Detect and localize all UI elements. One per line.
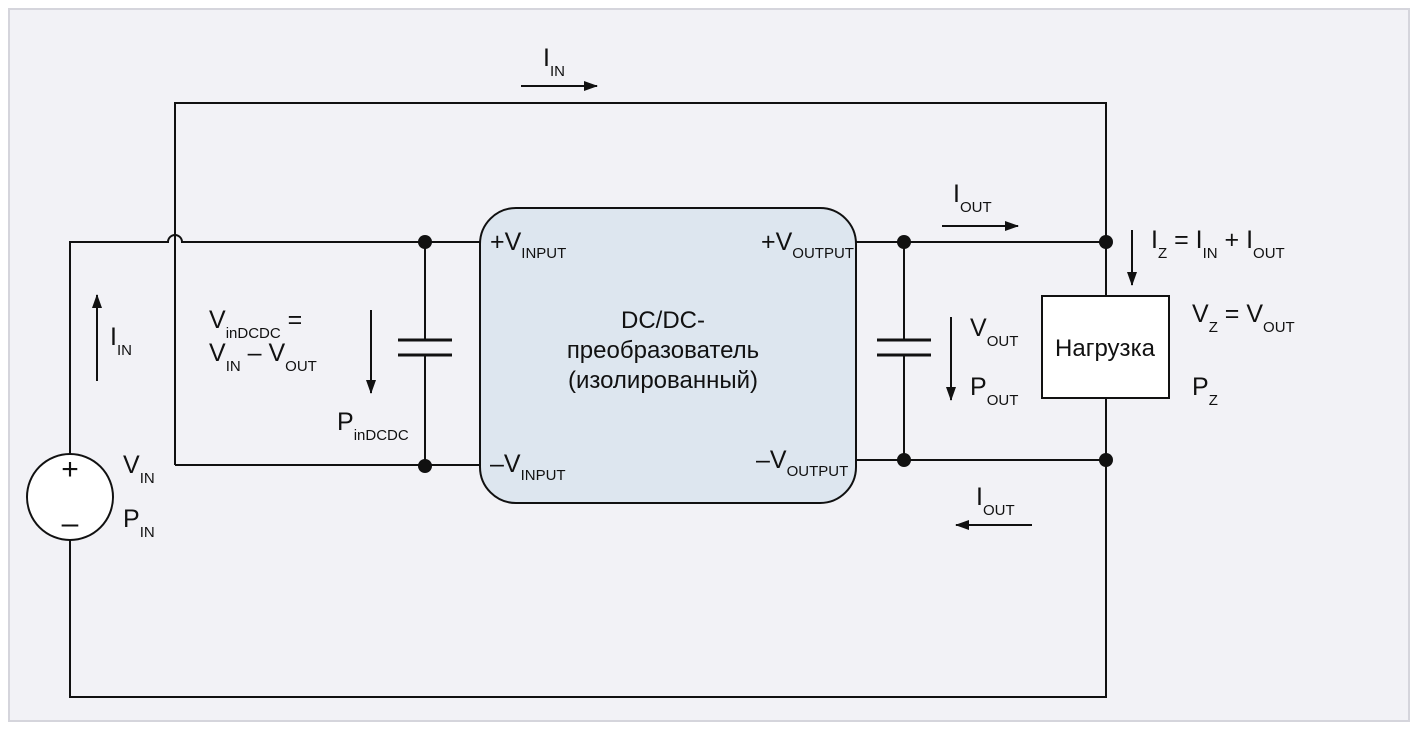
label-v-out: VOUT [970,314,1018,350]
converter-title-line3: (изолированный) [568,367,758,394]
wire-bottom-loop [69,460,1107,698]
converter-title-line2: преобразователь [567,337,759,364]
wire-source-plus [69,234,480,455]
label-i-out-bottom: IOUT [976,483,1015,519]
converter-title-line1: DC/DC- [621,307,705,334]
label-v-input-minus: –VINPUT [490,450,566,484]
label-v-output-plus: +VOUTPUT [761,228,854,262]
label-v-indcdc-equation: VIN – VOUT [209,339,317,375]
label-v-input-plus: +VINPUT [490,228,566,262]
label-p-indcdc: PinDCDC [337,408,409,444]
junction-dot [897,453,911,467]
label-i-z: IZ = IIN + IOUT [1151,226,1285,262]
junction-dot [418,235,432,249]
dcdc-converter-block [479,207,857,504]
source-plus-sign: + [61,453,79,486]
output-capacitor [877,242,931,460]
load-label: Нагрузка [1055,335,1156,362]
label-v-output-minus: –VOUTPUT [756,446,848,480]
wire-top-loop [174,102,1107,465]
source-minus-sign: – [62,507,79,540]
label-v-indcdc: VinDCDC = [209,306,302,342]
load-block [1041,295,1170,399]
junction-dot [1099,453,1113,467]
label-i-out-top: IOUT [953,180,992,216]
label-i-in-left: IIN [110,323,132,359]
label-v-z: VZ = VOUT [1192,300,1295,336]
junction-dot [418,459,432,473]
junction-dot [897,235,911,249]
label-p-z: PZ [1192,373,1218,409]
label-i-in-top: IIN [543,44,565,80]
junction-dot [1099,235,1113,249]
label-v-in: VIN [123,451,155,487]
label-p-in: PIN [123,505,155,541]
input-capacitor [398,242,452,465]
label-p-out: POUT [970,373,1018,409]
voltage-source: + – [26,453,114,541]
